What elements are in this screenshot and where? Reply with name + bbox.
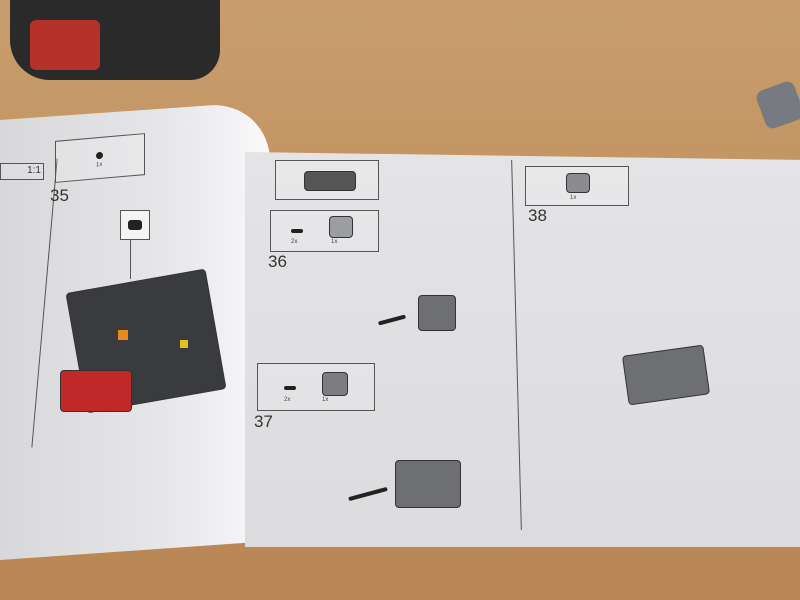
part-qty: 1x bbox=[331, 239, 338, 245]
axle-part-icon bbox=[284, 386, 296, 390]
pin-part-icon bbox=[96, 151, 103, 160]
engine-red-parts bbox=[60, 370, 132, 412]
callout-line bbox=[130, 239, 131, 279]
part-qty: 1x bbox=[322, 397, 329, 403]
engine-block-part-icon bbox=[322, 372, 348, 396]
engine-block-part-icon bbox=[566, 173, 590, 193]
bush-part-icon bbox=[128, 220, 142, 230]
engine-block-part-icon bbox=[329, 216, 353, 238]
step-37-parts-box: 2x 1x bbox=[257, 363, 375, 411]
step-38-parts-box: 1x bbox=[525, 166, 629, 206]
lego-red-parts bbox=[30, 20, 100, 70]
engine-orange-part bbox=[118, 330, 128, 340]
scale-label: 1:1 bbox=[27, 165, 41, 176]
part-qty: 1x bbox=[96, 161, 103, 169]
step-number-37: 37 bbox=[254, 412, 273, 431]
step-36-engine-block bbox=[418, 295, 456, 331]
step-37-engine-block bbox=[395, 460, 461, 508]
step-number-36: 36 bbox=[268, 252, 287, 271]
step-number-38: 38 bbox=[528, 206, 547, 225]
engine-submodel-icon bbox=[304, 171, 356, 191]
step-36-submodel-box bbox=[275, 160, 379, 200]
part-qty: 2x bbox=[291, 239, 298, 245]
part-qty: 2x bbox=[284, 397, 291, 403]
scale-box: 1:1 bbox=[0, 163, 44, 180]
engine-yellow-part bbox=[180, 340, 188, 348]
step-35-parts-box: 1x bbox=[55, 133, 145, 183]
step-number-35: 35 bbox=[50, 186, 69, 205]
callout-box bbox=[120, 210, 150, 240]
part-qty: 1x bbox=[570, 195, 577, 201]
axle-part-icon bbox=[291, 229, 303, 233]
step-36-parts-box: 2x 1x bbox=[270, 210, 379, 252]
